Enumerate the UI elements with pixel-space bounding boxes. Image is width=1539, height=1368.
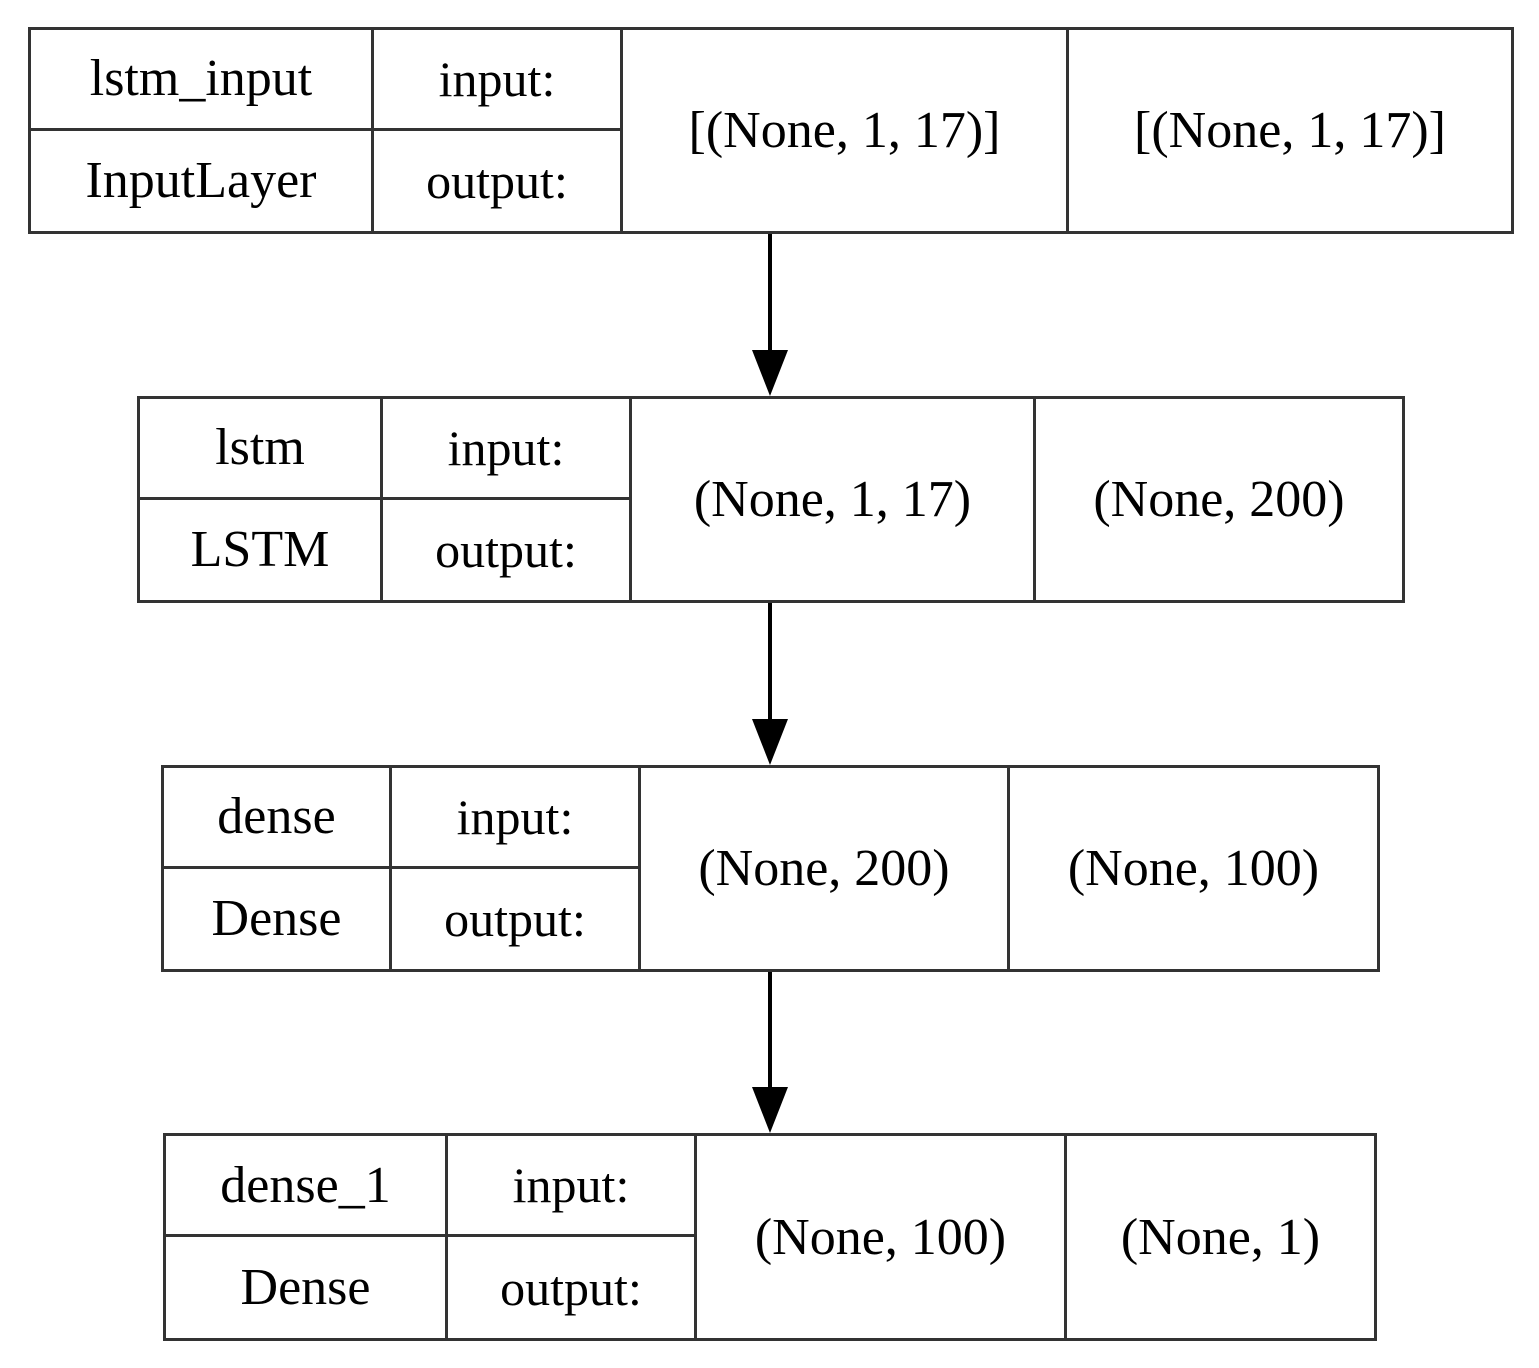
output-shape: (None, 200) <box>1093 471 1345 528</box>
input-shape: (None, 100) <box>697 1136 1067 1338</box>
output-label: output: <box>374 130 623 231</box>
layer-name: dense_1 <box>166 1136 448 1237</box>
input-label: input: <box>383 399 632 500</box>
output-label: output: <box>448 1237 697 1338</box>
layer-name: dense <box>164 768 392 869</box>
layer-node-dense-1: dense_1 input: (None, 100) (None, 1) Den… <box>163 1133 1377 1341</box>
layer-type: InputLayer <box>31 130 374 231</box>
layer-name: lstm_input <box>31 30 374 131</box>
layer-node-dense: dense input: (None, 200) (None, 100) Den… <box>161 765 1380 972</box>
layer-node-lstm: lstm input: (None, 1, 17) (None, 200) LS… <box>137 396 1405 603</box>
output-shape: [(None, 1, 17)] <box>1134 102 1446 159</box>
arrow-layer-2-to-3 <box>752 972 788 1133</box>
input-shape: (None, 200) <box>641 768 1010 969</box>
layer-type: Dense <box>166 1237 448 1338</box>
layer-name: lstm <box>140 399 383 500</box>
input-label: input: <box>448 1136 697 1237</box>
input-label: input: <box>392 768 641 869</box>
output-shape: (None, 1) <box>1120 1208 1321 1266</box>
output-label: output: <box>392 868 641 969</box>
layer-type: LSTM <box>140 499 383 600</box>
layer-node-lstm-input: lstm_input input: [(None, 1, 17)] [(None… <box>28 27 1514 234</box>
output-shape: (None, 100) <box>1067 840 1320 897</box>
layer-type: Dense <box>164 868 392 969</box>
arrow-layer-1-to-2 <box>752 603 788 765</box>
output-label: output: <box>383 499 632 600</box>
input-label: input: <box>374 30 623 131</box>
input-shape: (None, 1, 17) <box>632 399 1036 600</box>
arrow-layer-0-to-1 <box>752 234 788 396</box>
input-shape: [(None, 1, 17)] <box>623 30 1069 231</box>
